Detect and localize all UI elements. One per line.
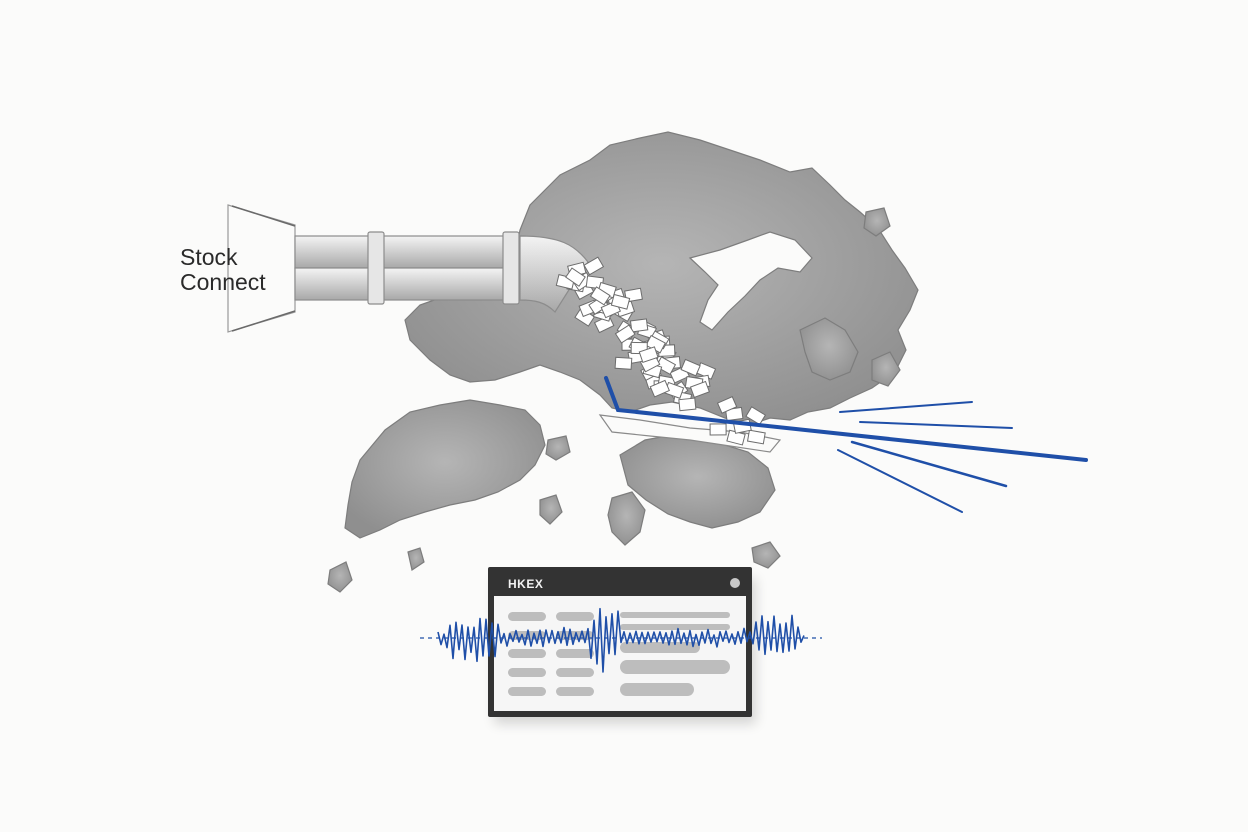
lantau-island bbox=[344, 399, 546, 539]
row-pill bbox=[556, 668, 594, 677]
stock-connect-label-line1: Stock bbox=[180, 244, 238, 270]
pipe-lower bbox=[294, 267, 526, 301]
small-island-d bbox=[407, 547, 425, 571]
hkex-panel: HKEX bbox=[488, 567, 756, 724]
pipe-coupling-1 bbox=[367, 231, 385, 305]
document-icon bbox=[629, 318, 649, 333]
document-icon bbox=[610, 293, 631, 310]
flow-ray-3 bbox=[850, 440, 1008, 488]
row-pill bbox=[508, 612, 546, 621]
document-icon bbox=[745, 406, 767, 426]
flow-ray-2 bbox=[859, 421, 1013, 429]
flow-ray-1 bbox=[839, 401, 973, 413]
small-island-b bbox=[751, 541, 781, 569]
stock-connect-label-line2: Connect bbox=[180, 269, 266, 295]
document-icon bbox=[614, 324, 636, 344]
small-island-c bbox=[327, 561, 353, 593]
new-territories-landmass bbox=[404, 131, 919, 426]
document-icon bbox=[680, 358, 701, 377]
eastern-island-a bbox=[863, 207, 891, 237]
small-island-e bbox=[545, 435, 571, 461]
document-icon bbox=[589, 286, 611, 306]
capital-flow-line bbox=[604, 376, 1088, 513]
hong-kong-map bbox=[327, 131, 919, 593]
flow-trend-line bbox=[604, 376, 1088, 462]
signal-wave-icon bbox=[420, 607, 822, 673]
stock-connect-pipe: Stock Connect bbox=[180, 204, 589, 333]
row-pill bbox=[508, 668, 546, 677]
row-pill bbox=[508, 649, 546, 658]
row-pill bbox=[508, 687, 546, 696]
document-stream bbox=[555, 256, 767, 446]
document-icon bbox=[716, 396, 738, 414]
panel-title: HKEX bbox=[508, 577, 543, 591]
sai-kung-island bbox=[799, 317, 859, 381]
document-icon bbox=[649, 379, 670, 398]
document-icon bbox=[583, 256, 605, 276]
document-icon bbox=[709, 423, 727, 436]
document-icon bbox=[689, 380, 710, 399]
panel-rows bbox=[508, 612, 730, 696]
row-pill bbox=[556, 687, 594, 696]
pipe-upper bbox=[294, 235, 526, 269]
document-icon bbox=[746, 429, 766, 445]
row-pill bbox=[620, 612, 730, 618]
flow-ray-4 bbox=[837, 449, 963, 513]
document-icon bbox=[565, 267, 586, 287]
small-island-a bbox=[539, 494, 563, 525]
row-pill bbox=[620, 624, 730, 630]
pipe-coupling-2 bbox=[502, 231, 520, 305]
document-icon bbox=[638, 346, 659, 364]
row-pill bbox=[556, 649, 594, 658]
row-pill bbox=[620, 660, 730, 674]
row-pill bbox=[620, 642, 700, 653]
row-pill bbox=[556, 612, 594, 621]
lamma-island bbox=[607, 491, 646, 546]
eastern-island-b bbox=[871, 351, 901, 387]
status-dot-icon bbox=[730, 578, 740, 588]
tolo-harbour bbox=[688, 231, 813, 331]
document-icon bbox=[678, 397, 697, 412]
row-pill bbox=[620, 683, 694, 696]
document-icon bbox=[614, 356, 633, 370]
volatility-waveform bbox=[437, 607, 805, 673]
